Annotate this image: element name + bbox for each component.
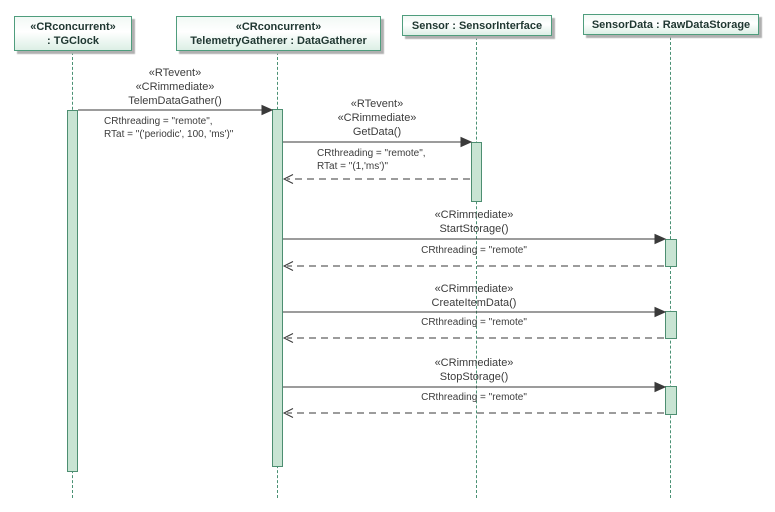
message-props-startstorage[interactable]: CRthreading = "remote" — [283, 244, 665, 257]
lifeline-stereotype: «CRconcurrent» — [235, 21, 322, 33]
message-stereotype: «CRimmediate» — [434, 283, 514, 295]
message-name: StopStorage() — [439, 371, 509, 383]
message-stereotype: «RTevent» — [148, 67, 202, 79]
message-property: RTat = "(1,'ms')" — [317, 161, 389, 172]
message-props-createitemdata[interactable]: CRthreading = "remote" — [283, 316, 665, 329]
message-props-stopstorage[interactable]: CRthreading = "remote" — [283, 391, 665, 404]
message-stereotype: «CRimmediate» — [337, 112, 417, 124]
message-call-stopstorage[interactable] — [283, 381, 667, 393]
message-labels-startstorage[interactable]: «CRimmediate» StartStorage() — [283, 208, 665, 236]
message-property: CRthreading = "remote" — [421, 392, 527, 403]
lifeline-name: SensorData : RawDataStorage — [591, 19, 751, 31]
message-stereotype: «CRimmediate» — [434, 209, 514, 221]
message-property: RTat = "('periodic', 100, 'ms')" — [104, 129, 234, 140]
lifeline-sensor[interactable] — [476, 37, 477, 498]
message-name: GetData() — [352, 126, 402, 138]
message-property: CRthreading = "remote", — [317, 148, 426, 159]
activation-tgclock[interactable] — [67, 110, 78, 472]
lifeline-sensordata[interactable] — [670, 37, 671, 498]
activation-sensordata-startstorage[interactable] — [665, 239, 677, 267]
message-name: StartStorage() — [439, 223, 509, 235]
message-property: CRthreading = "remote", — [104, 116, 213, 127]
message-name: TelemDataGather() — [128, 95, 222, 107]
activation-sensordata-createitemdata[interactable] — [665, 311, 677, 339]
lifeline-stereotype: «CRconcurrent» — [30, 21, 116, 33]
message-stereotype: «CRimmediate» — [434, 357, 514, 369]
message-call-telemdatagather[interactable] — [78, 104, 274, 116]
lifeline-head-tgclock[interactable]: «CRconcurrent» : TGClock — [14, 16, 132, 51]
message-property: CRthreading = "remote" — [421, 317, 527, 328]
message-labels-createitemdata[interactable]: «CRimmediate» CreateItemData() — [283, 282, 665, 310]
message-labels-getdata[interactable]: «RTevent» «CRimmediate» GetData() — [283, 97, 471, 139]
message-stereotype: «RTevent» — [350, 98, 404, 110]
lifeline-name: Sensor : SensorInterface — [411, 20, 543, 32]
message-call-getdata[interactable] — [283, 136, 473, 148]
activation-sensor-getdata[interactable] — [471, 142, 482, 202]
message-name: CreateItemData() — [431, 297, 517, 309]
message-props-getdata[interactable]: CRthreading = "remote", RTat = "(1,'ms')… — [317, 147, 426, 173]
activation-telemetrygatherer[interactable] — [272, 109, 283, 467]
lifeline-head-sensor[interactable]: Sensor : SensorInterface — [402, 15, 552, 36]
message-stereotype: «CRimmediate» — [135, 81, 215, 93]
message-property: CRthreading = "remote" — [421, 245, 527, 256]
message-labels-stopstorage[interactable]: «CRimmediate» StopStorage() — [283, 356, 665, 384]
lifeline-head-sensordata[interactable]: SensorData : RawDataStorage — [583, 14, 759, 35]
activation-sensordata-stopstorage[interactable] — [665, 386, 677, 415]
message-labels-telemdatagather[interactable]: «RTevent» «CRimmediate» TelemDataGather(… — [78, 66, 272, 108]
message-return-getdata[interactable] — [282, 174, 470, 184]
lifeline-name: : TGClock — [47, 35, 99, 47]
lifeline-head-telemetrygatherer[interactable]: «CRconcurrent» TelemetryGatherer : DataG… — [176, 16, 381, 51]
message-return-stopstorage[interactable] — [282, 408, 664, 418]
message-return-createitemdata[interactable] — [282, 333, 664, 343]
message-return-startstorage[interactable] — [282, 261, 664, 271]
message-call-createitemdata[interactable] — [283, 306, 667, 318]
lifeline-name: TelemetryGatherer : DataGatherer — [190, 35, 367, 47]
message-call-startstorage[interactable] — [283, 233, 667, 245]
message-props-telemdatagather[interactable]: CRthreading = "remote", RTat = "('period… — [104, 115, 233, 141]
